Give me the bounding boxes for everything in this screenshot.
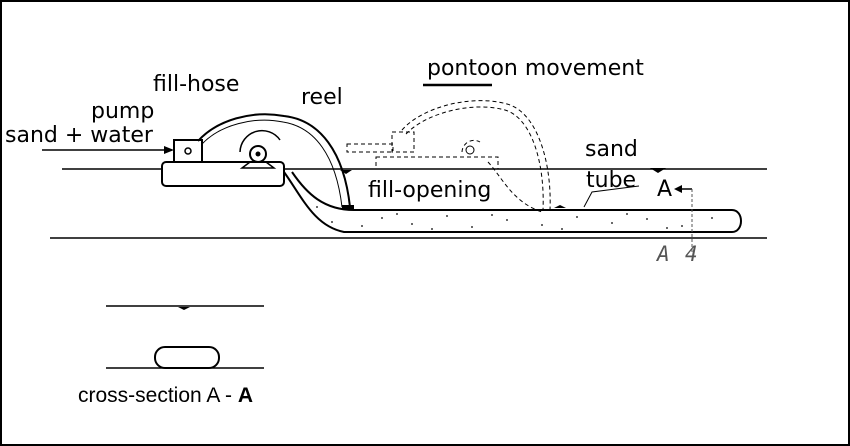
pump-knob — [184, 147, 192, 155]
sand-fill — [316, 206, 713, 230]
section-marker-label: A — [657, 177, 673, 202]
fill-hose-label: fill-hose — [153, 72, 240, 97]
fill-hose — [197, 113, 351, 208]
cross-section-tube — [154, 346, 220, 369]
pontoon-ghost — [346, 100, 551, 213]
sand-label: sand — [585, 137, 638, 162]
water-mark-2 — [650, 168, 666, 173]
sand-tube — [283, 171, 742, 233]
tube-mark — [554, 205, 566, 208]
pump-label: pump — [91, 99, 155, 124]
sand-water-arrowhead — [164, 146, 174, 154]
reel-label: reel — [301, 85, 343, 110]
fill-opening-marker — [342, 205, 354, 210]
reel-stand — [239, 161, 277, 169]
cross-section-caption-bold: A — [237, 384, 254, 407]
cross-section-caption: cross-section A - A — [78, 385, 253, 406]
tube-label: tube — [586, 168, 637, 193]
reel-arc — [239, 129, 281, 153]
pontoon — [161, 161, 285, 187]
pump-box — [173, 139, 203, 163]
fill-hose-inner — [201, 119, 343, 208]
cross-section-water-mark — [178, 307, 190, 310]
fill-opening-label: fill-opening — [368, 178, 492, 203]
cross-section-caption-text: cross-section A - — [78, 384, 238, 407]
sand-water-label: sand + water — [5, 123, 153, 148]
section-a-right-label: 4 — [685, 242, 698, 266]
water-mark-1 — [340, 170, 352, 174]
pontoon-movement-label: pontoon movement — [427, 56, 644, 81]
section-a-left-label: A — [657, 242, 670, 266]
tube-leader — [583, 185, 640, 208]
section-arrowhead — [674, 185, 682, 193]
reel-axle — [255, 151, 261, 157]
reel-ghost-hub — [465, 145, 475, 155]
